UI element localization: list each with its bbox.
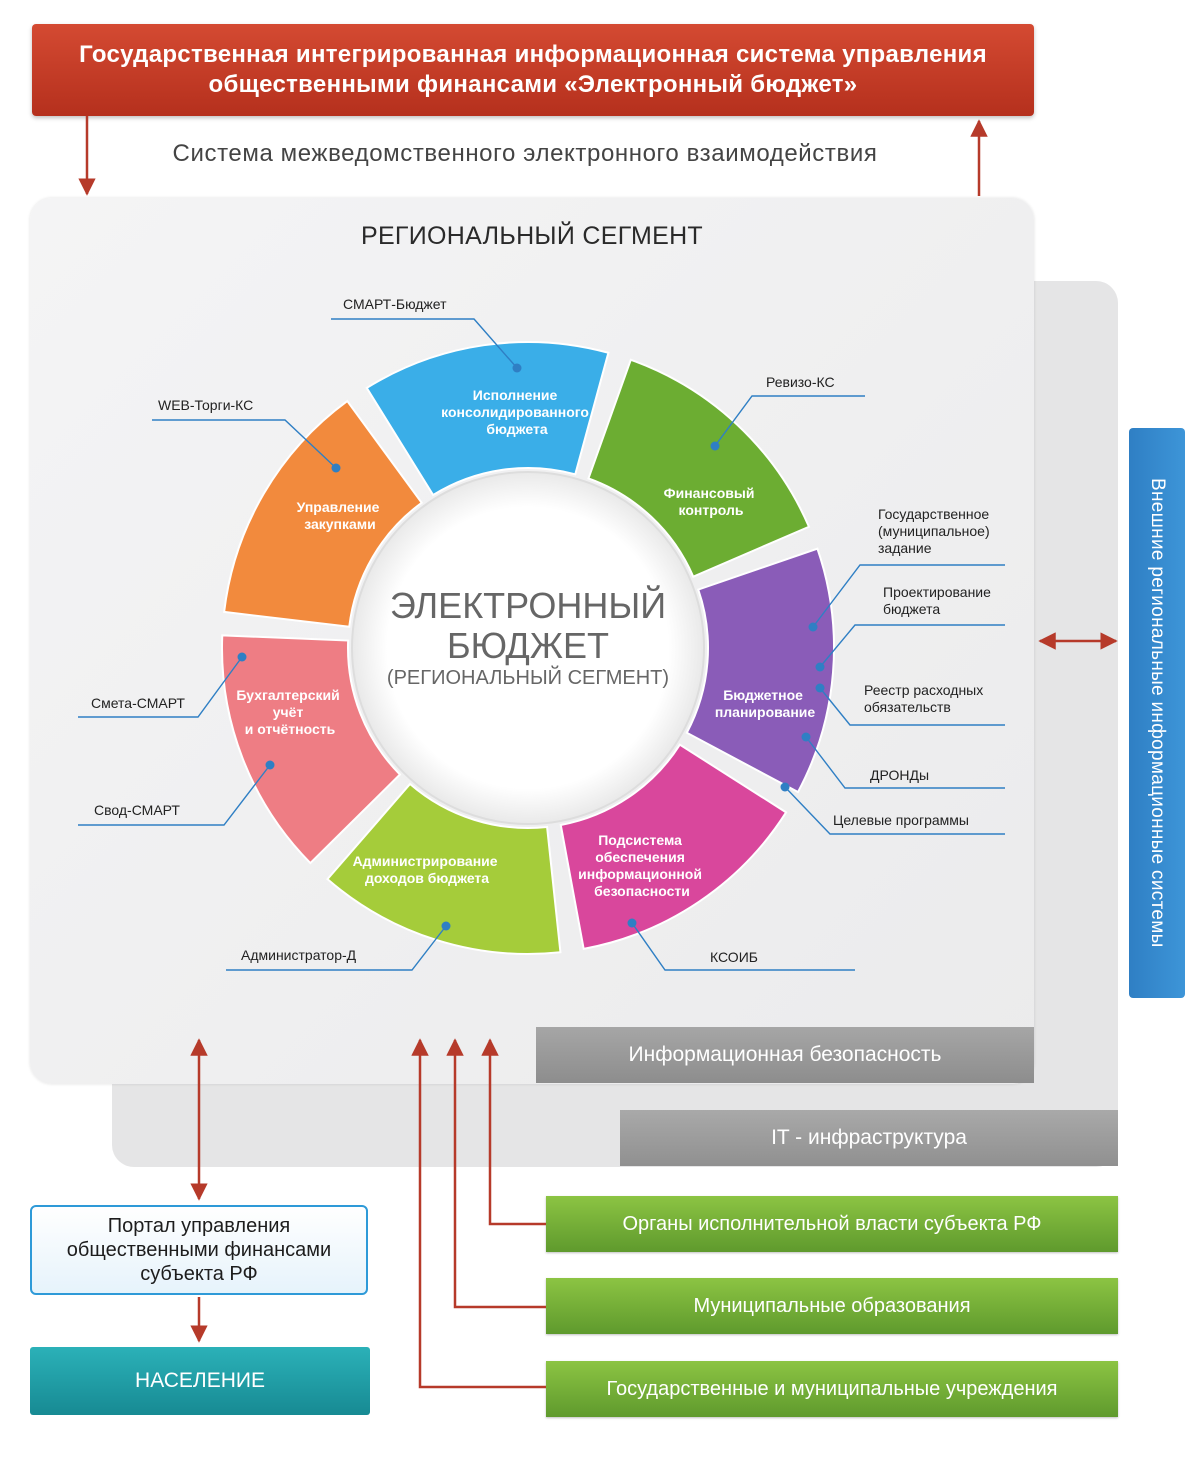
- callout-administrator-d: Администратор-Д: [241, 947, 357, 963]
- callout-smeta-smart: Смета-СМАРТ: [91, 695, 185, 711]
- segment-infosec-subsystem: [559, 743, 788, 951]
- org-label-executive: Органы исполнительной власти субъекта РФ: [622, 1212, 1042, 1235]
- portal-line3: субъекта РФ: [140, 1263, 258, 1285]
- callout-lines: [78, 318, 1005, 971]
- segment-financial-control: [587, 358, 811, 578]
- callout-obligations-registry: Реестр расходных обязательств: [864, 682, 987, 715]
- callout-budget-design: Проектирование бюджета: [883, 584, 995, 617]
- infosec-bar: Информационная безопасность: [536, 1027, 1034, 1083]
- external-systems-bar: Внешние региональные информационные сист…: [1129, 428, 1185, 998]
- segment-procurement: [223, 399, 424, 628]
- center-title-line2: БЮДЖЕТ: [447, 625, 609, 666]
- infosec-bar-label: Информационная безопасность: [628, 1043, 942, 1066]
- segment-label-control: Финансовый контроль: [664, 485, 759, 518]
- callout-svod-smart: Свод-СМАРТ: [94, 802, 180, 818]
- ring-segments: [221, 341, 835, 955]
- population-label: НАСЕЛЕНИЕ: [135, 1369, 265, 1392]
- segment-budget-planning: [685, 547, 835, 794]
- segment-label-infosec: Подсистема обеспечения информационной бе…: [578, 832, 706, 899]
- segment-label-execution: Исполнение консолидированного бюджета: [441, 387, 593, 437]
- finance-portal-box: Портал управления общественными финансам…: [30, 1205, 368, 1295]
- segment-label-procurement: Управление закупками: [297, 499, 384, 532]
- segment-label-accounting: Бухгалтерский учёт и отчётность: [236, 687, 343, 737]
- smev-caption: Система межведомственного электронного в…: [172, 140, 878, 167]
- population-box: НАСЕЛЕНИЕ: [30, 1347, 370, 1415]
- center-hub: [351, 471, 705, 825]
- system-title-line1: Государственная интегрированная информац…: [79, 41, 987, 68]
- it-infrastructure-label: IT - инфраструктура: [771, 1126, 967, 1149]
- segment-label-revenue: Администрирование доходов бюджета: [353, 853, 502, 886]
- flow-arrows: [78, 116, 1118, 1389]
- portal-line2: общественными финансами: [66, 1239, 332, 1261]
- callout-state-task: Государственное (муниципальное) задание: [878, 506, 994, 556]
- center-title-line1: ЭЛЕКТРОННЫЙ: [390, 584, 666, 626]
- segment-revenue-administration: [326, 782, 562, 955]
- arrow-executive: [481, 1038, 546, 1226]
- org-label-institutions: Государственные и муниципальные учрежден…: [606, 1377, 1058, 1400]
- org-bar-institutions: Государственные и муниципальные учрежден…: [546, 1361, 1118, 1417]
- callout-dots: [237, 363, 825, 931]
- system-title-banner: Государственная интегрированная информац…: [32, 24, 1034, 116]
- callout-target-programs: Целевые программы: [833, 812, 969, 828]
- it-infrastructure-bar: IT - инфраструктура: [620, 1110, 1118, 1166]
- callout-reviso-ks: Ревизо-КС: [766, 374, 835, 390]
- system-title-line2: общественными финансами «Электронный бюд…: [208, 71, 858, 98]
- callout-drondy: ДРОНДы: [870, 767, 929, 783]
- center-title-line3: (РЕГИОНАЛЬНЫЙ СЕГМЕНТ): [387, 665, 669, 689]
- arrow-institutions: [411, 1038, 546, 1389]
- org-label-municipal: Муниципальные образования: [693, 1294, 971, 1317]
- segment-budget-execution: [365, 341, 610, 497]
- segment-label-planning: Бюджетное планирование: [715, 687, 816, 720]
- regional-segment-title: РЕГИОНАЛЬНЫЙ СЕГМЕНТ: [360, 222, 703, 250]
- portal-line1: Портал управления: [107, 1215, 291, 1237]
- org-bar-municipal: Муниципальные образования: [546, 1278, 1118, 1334]
- external-systems-label: Внешние региональные информационные сист…: [1147, 478, 1168, 948]
- callout-web-torgi: WEB-Торги-КС: [158, 397, 253, 413]
- segment-accounting-reporting: [221, 634, 402, 865]
- arrow-municipal: [446, 1038, 546, 1309]
- callout-smart-budget: СМАРТ-Бюджет: [343, 296, 447, 312]
- org-bar-executive: Органы исполнительной власти субъекта РФ: [546, 1196, 1118, 1252]
- callout-ksoib: КСОИБ: [710, 949, 758, 965]
